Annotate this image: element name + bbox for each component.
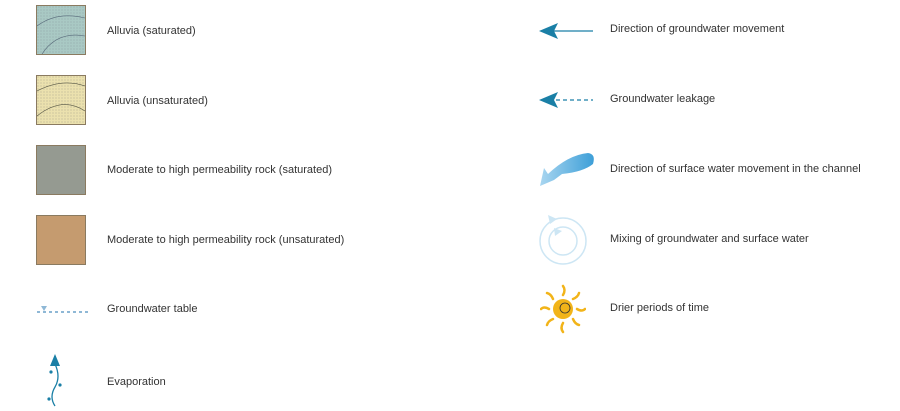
mixing-icon [539,215,587,265]
rock-saturated-swatch [36,145,86,195]
legend-label: Alluvia (unsaturated) [107,95,208,107]
rock-unsaturated-swatch [36,215,86,265]
groundwater-table-icon [37,306,88,313]
legend-label: Groundwater leakage [610,93,716,105]
legend-label: Evaporation [107,376,166,388]
legend-label: Direction of groundwater movement [610,23,785,35]
legend-label: Moderate to high permeability rock (unsa… [107,234,345,246]
surface-water-arrow-icon [540,153,594,186]
sun-icon [540,284,586,334]
legend-label: Mixing of groundwater and surface water [610,233,809,245]
legend-label: Groundwater table [107,303,198,315]
groundwater-movement-arrow-icon [539,23,593,39]
legend-label: Direction of surface water movement in t… [610,163,861,175]
alluvia-saturated-swatch [36,5,86,55]
legend-label: Drier periods of time [610,302,710,314]
groundwater-leakage-arrow-icon [539,92,593,108]
alluvia-unsaturated-swatch [36,75,86,125]
legend-label: Moderate to high permeability rock (satu… [107,164,332,176]
evaporation-icon [47,354,62,407]
legend-label: Alluvia (saturated) [107,25,196,37]
